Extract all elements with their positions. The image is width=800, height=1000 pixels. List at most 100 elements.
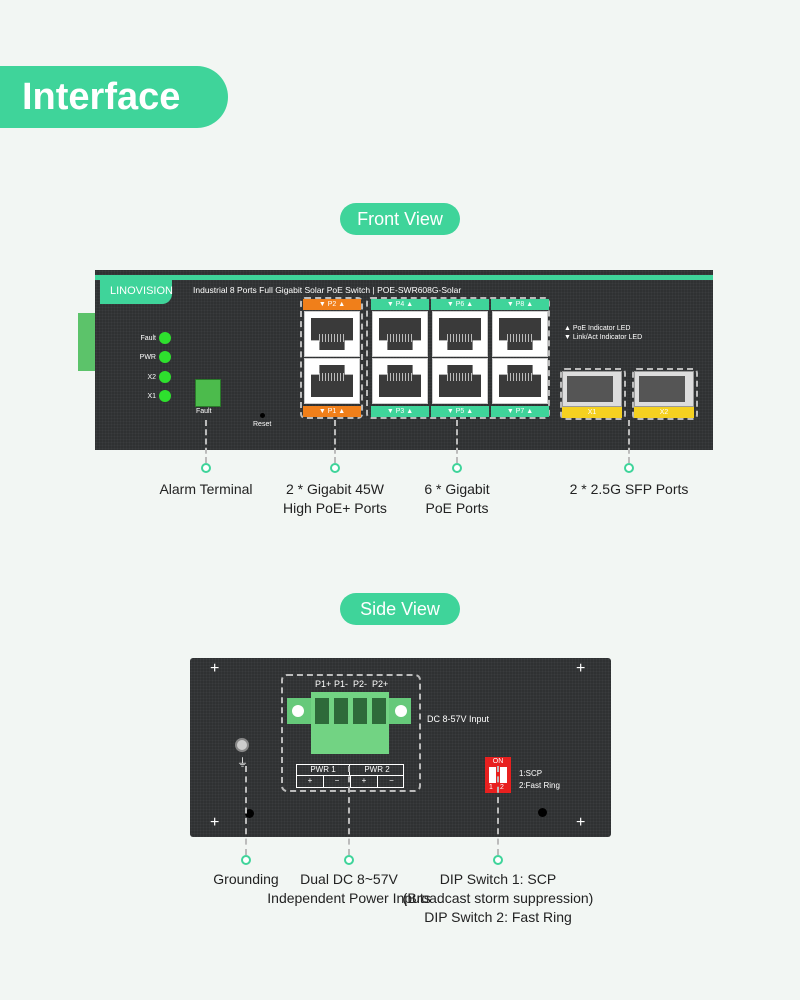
status-led bbox=[159, 371, 171, 383]
polarity-label: + bbox=[297, 776, 324, 787]
callout-line-text: 6 * Gigabit bbox=[424, 481, 490, 497]
callout-label: DIP Switch 1: SCP (Broadcast storm suppre… bbox=[348, 870, 648, 927]
terminal-slot bbox=[353, 698, 367, 724]
callout-line-text: DIP Switch 1: SCP bbox=[439, 871, 557, 887]
reset-button[interactable] bbox=[260, 413, 265, 418]
rj45-port[interactable] bbox=[372, 311, 428, 357]
callout-line-text: Independent Power Inputs bbox=[267, 890, 431, 906]
callout-line-text: Grounding bbox=[213, 871, 279, 887]
callout-label: 2 * Gigabit 45W High PoE+ Ports bbox=[185, 480, 485, 518]
status-led bbox=[159, 332, 171, 344]
rj45-port[interactable] bbox=[492, 311, 548, 357]
legend-link: ▼ Link/Act Indicator LED bbox=[564, 334, 643, 341]
port-label-bottom: ▼ P1 ▲ bbox=[303, 406, 361, 417]
port-label-top: ▼ P2 ▲ bbox=[303, 299, 361, 310]
brand-logo: LINOVISION bbox=[100, 280, 173, 304]
poe-group bbox=[366, 297, 550, 419]
rj45-port[interactable] bbox=[492, 358, 548, 404]
sfp-port[interactable] bbox=[634, 371, 694, 407]
port-name: P3 bbox=[395, 408, 405, 415]
dip-toggle-2[interactable] bbox=[500, 767, 507, 783]
mount-hole bbox=[245, 809, 254, 818]
terminal-label: P2+ bbox=[372, 679, 389, 689]
port-name: P7 bbox=[515, 408, 525, 415]
port-name: P8 bbox=[515, 301, 525, 308]
mount-hole bbox=[538, 808, 547, 817]
polarity-label: + bbox=[351, 776, 378, 787]
dip-legend-1: 1:SCP bbox=[519, 769, 543, 778]
page-heading: Interface bbox=[0, 66, 228, 128]
callout-line-text: DIP Switch 2: Fast Ring bbox=[424, 909, 572, 925]
port-label-top: ▼ P6 ▲ bbox=[431, 299, 489, 310]
sfp-port[interactable] bbox=[562, 371, 622, 407]
port-name: P6 bbox=[455, 301, 465, 308]
screw-icon: + bbox=[210, 660, 220, 677]
callout-line-text: (Broadcast storm suppression) bbox=[402, 890, 594, 906]
front-panel: LINOVISION Industrial 8 Ports Full Gigab… bbox=[95, 270, 713, 450]
pwr1-label: PWR 1 bbox=[297, 765, 350, 776]
callout-line bbox=[334, 420, 336, 463]
legend-poe: ▲ PoE Indicator LED bbox=[564, 325, 631, 332]
sfp-label: X2 bbox=[634, 407, 694, 418]
callout-dot bbox=[344, 855, 354, 865]
rj45-port[interactable] bbox=[432, 311, 488, 357]
rj45-port[interactable] bbox=[304, 358, 360, 404]
ground-screw bbox=[235, 738, 249, 752]
status-led bbox=[159, 351, 171, 363]
port-label-bottom: ▼ P5 ▲ bbox=[431, 406, 489, 417]
callout-line bbox=[497, 766, 499, 855]
din-rail-bracket bbox=[78, 313, 96, 371]
callout-label: Grounding bbox=[96, 870, 396, 889]
terminal-label: P1- bbox=[334, 679, 349, 689]
callout-line-text: PoE Ports bbox=[425, 500, 489, 516]
dip-on-label: ON bbox=[492, 758, 504, 765]
callout-label: 2 * 2.5G SFP Ports bbox=[479, 480, 779, 499]
high-poe-group bbox=[300, 297, 363, 419]
callout-line-text: 2 * 2.5G SFP Ports bbox=[569, 481, 689, 497]
sfp-group bbox=[632, 368, 698, 420]
dip-num-2: 2 bbox=[500, 784, 504, 791]
ground-icon: ⏚ bbox=[237, 757, 248, 769]
callout-line-text: Dual DC 8~57V bbox=[300, 871, 398, 887]
status-led bbox=[159, 390, 171, 402]
sfp-label: X1 bbox=[562, 407, 622, 418]
side-view-label: Side View bbox=[340, 593, 460, 625]
rj45-port[interactable] bbox=[372, 358, 428, 404]
rj45-port[interactable] bbox=[304, 311, 360, 357]
callout-line-text: 2 * Gigabit 45W bbox=[285, 481, 385, 497]
dip-num-1: 1 bbox=[489, 784, 493, 791]
led-label: Fault bbox=[140, 335, 156, 342]
rj45-port[interactable] bbox=[432, 358, 488, 404]
pwr-table: PWR 1 PWR 2 +−+− bbox=[296, 764, 404, 788]
terminal-label: P1+ bbox=[315, 679, 332, 689]
led-label: PWR bbox=[139, 354, 156, 361]
callout-dot bbox=[330, 463, 340, 473]
front-view-label: Front View bbox=[340, 203, 460, 235]
screw-icon: + bbox=[576, 814, 586, 831]
port-name: P2 bbox=[327, 301, 337, 308]
callout-dot bbox=[624, 463, 634, 473]
dc-input-label: DC 8-57V Input bbox=[427, 714, 490, 724]
fault-terminal-label: Fault bbox=[196, 408, 212, 415]
port-label-bottom: ▼ P3 ▲ bbox=[371, 406, 429, 417]
terminal-slot bbox=[334, 698, 348, 724]
dip-toggle-1[interactable] bbox=[489, 767, 496, 783]
sfp-group bbox=[560, 368, 626, 420]
callout-dot bbox=[493, 855, 503, 865]
callout-line bbox=[205, 420, 207, 463]
dip-legend-2: 2:Fast Ring bbox=[519, 781, 560, 790]
callout-dot bbox=[452, 463, 462, 473]
callout-line-text: High PoE+ Ports bbox=[283, 500, 387, 516]
terminal-slot bbox=[372, 698, 386, 724]
terminal-slot bbox=[315, 698, 329, 724]
fault-terminal bbox=[195, 379, 221, 407]
polarity-label: − bbox=[324, 776, 351, 787]
terminal-label: P2- bbox=[353, 679, 368, 689]
callout-label: Dual DC 8~57V Independent Power Inputs bbox=[199, 870, 499, 908]
polarity-label: − bbox=[389, 776, 394, 785]
callout-line bbox=[348, 766, 350, 855]
reset-label: Reset bbox=[253, 421, 272, 428]
screw-icon: + bbox=[210, 814, 220, 831]
port-name: P4 bbox=[395, 301, 405, 308]
